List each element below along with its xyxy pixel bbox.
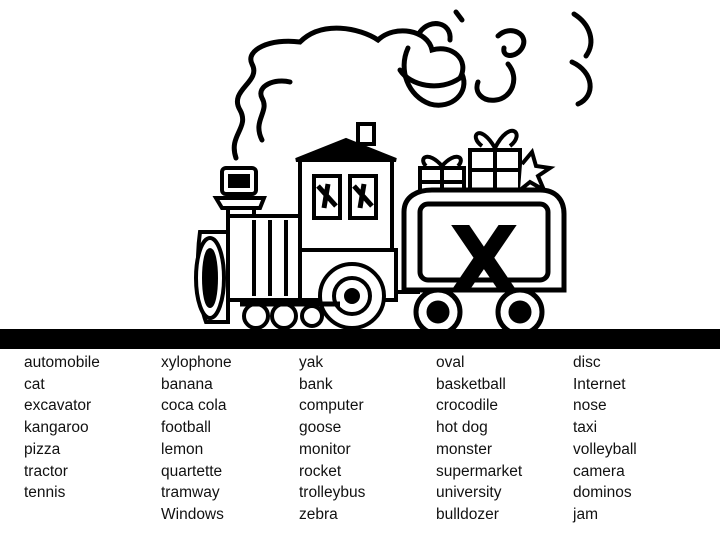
word-item: jam: [573, 505, 598, 523]
word-item: quartette: [161, 462, 223, 480]
word-item: football: [161, 419, 211, 437]
word-item: hot dog: [436, 419, 488, 437]
word-item: supermarket: [436, 462, 523, 480]
word-item: xylophone: [161, 354, 232, 371]
word-item: oval: [436, 354, 465, 371]
word-item: Internet: [573, 375, 626, 393]
word-item: bank: [299, 375, 333, 393]
word-item: bulldozer: [436, 505, 499, 523]
word-item: coca cola: [161, 397, 227, 415]
word-item: tramway: [161, 484, 220, 502]
word-item: zebra: [299, 505, 338, 523]
word-item: computer: [299, 397, 364, 415]
word-column-1: automobile cat excavator kangaroo pizza …: [24, 352, 100, 504]
word-item: rocket: [299, 462, 342, 480]
word-item: kangaroo: [24, 419, 89, 437]
word-column-5: disc Internet nose taxi volleyball camer…: [573, 352, 637, 526]
word-item: university: [436, 484, 502, 502]
word-item: banana: [161, 375, 213, 393]
word-item: Windows: [161, 505, 224, 523]
word-item: camera: [573, 462, 625, 480]
smoke-icon: [231, 9, 594, 161]
word-item: lemon: [161, 440, 204, 458]
word-column-4: oval basketball crocodile hot dog monste…: [436, 352, 522, 526]
ground-bar: [0, 329, 720, 349]
word-item: monitor: [299, 440, 351, 458]
word-item: crocodile: [436, 397, 499, 415]
train-illustration: X: [194, 9, 594, 337]
letter-x-icon: X: [449, 207, 520, 314]
word-item: tractor: [24, 462, 68, 480]
word-item: yak: [299, 354, 324, 371]
word-item: nose: [573, 397, 607, 415]
word-item: automobile: [24, 354, 100, 371]
word-item: excavator: [24, 397, 92, 415]
word-item: trolleybus: [299, 484, 366, 502]
wagon-icon: [396, 187, 567, 337]
word-item: dominos: [573, 484, 632, 502]
word-item: volleyball: [573, 440, 637, 458]
word-item: goose: [299, 419, 342, 437]
word-item: taxi: [573, 419, 598, 437]
word-item: pizza: [24, 440, 61, 458]
word-item: basketball: [436, 375, 506, 393]
word-item: cat: [24, 375, 45, 393]
word-item: disc: [573, 354, 601, 371]
word-column-3: yak bank computer goose monitor rocket t…: [299, 352, 365, 526]
steam-train-icon: [194, 122, 398, 330]
word-column-2: xylophone banana coca cola football lemo…: [161, 352, 232, 526]
word-item: tennis: [24, 484, 66, 502]
word-item: monster: [436, 440, 492, 458]
